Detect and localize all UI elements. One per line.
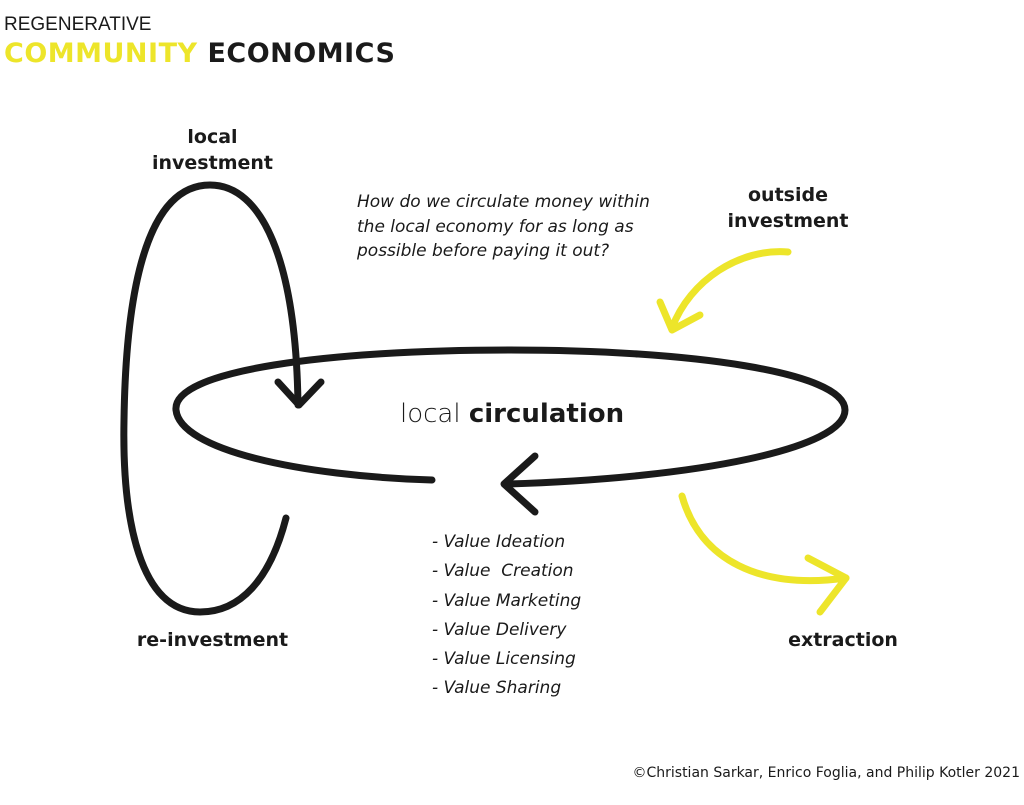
diagram-subtitle: REGENERATIVE xyxy=(4,14,152,35)
circulation-loop-arrow xyxy=(172,346,849,488)
question-line3: possible before paying it out? xyxy=(357,241,610,261)
value-list: - Value Ideation - Value Creation - Valu… xyxy=(432,528,581,704)
question-line1: How do we circulate money within xyxy=(357,192,650,212)
title-rest: ECONOMICS xyxy=(207,38,396,69)
center-bold-text: circulation xyxy=(468,399,625,429)
title-highlight: COMMUNITY xyxy=(4,38,198,69)
guiding-question: How do we circulate money within the loc… xyxy=(357,190,687,264)
local-investment-line1: local xyxy=(187,126,238,148)
investment-loop-arrow xyxy=(120,181,302,616)
outside-investment-arrowhead-icon xyxy=(656,298,704,334)
local-investment-label: local investment xyxy=(140,124,285,176)
reinvestment-label: re-investment xyxy=(136,629,289,651)
center-light-text: local xyxy=(400,399,469,429)
outside-investment-label: outside investment xyxy=(713,182,863,234)
list-item: - Value Licensing xyxy=(432,649,576,670)
list-item: - Value Sharing xyxy=(432,678,562,699)
copyright-notice: ©Christian Sarkar, Enrico Foglia, and Ph… xyxy=(632,765,1020,781)
outside-investment-line2: investment xyxy=(727,210,849,232)
outside-investment-line1: outside xyxy=(748,184,828,206)
list-item: - Value Delivery xyxy=(432,619,567,640)
outside-investment-arrow xyxy=(668,248,792,332)
question-line2: the local economy for as long as xyxy=(357,216,634,237)
circulation-arrowhead-icon xyxy=(500,452,539,516)
local-investment-line2: investment xyxy=(152,152,273,174)
investment-arrowhead-icon xyxy=(274,378,325,409)
list-item: - Value Creation xyxy=(432,561,574,582)
extraction-arrow xyxy=(678,492,850,585)
extraction-label: extraction xyxy=(788,629,898,651)
diagram-title: COMMUNITY ECONOMICS xyxy=(4,38,395,69)
extraction-arrowhead-icon xyxy=(804,554,850,616)
local-circulation-label: local circulation xyxy=(400,399,624,429)
list-item: - Value Marketing xyxy=(432,590,582,611)
list-item: - Value Ideation xyxy=(432,532,566,552)
